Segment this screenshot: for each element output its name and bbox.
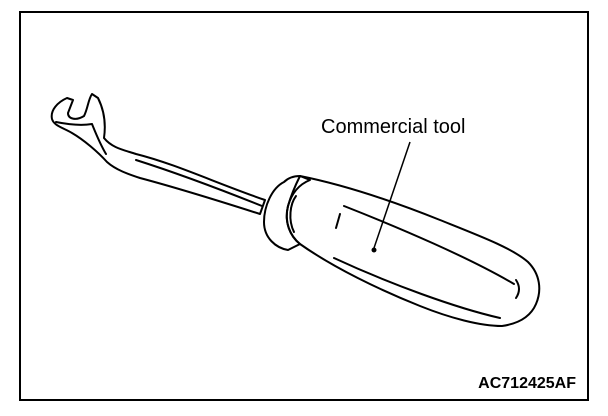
- callout-label: Commercial tool: [321, 116, 466, 138]
- tool-shaft-line: [135, 159, 263, 207]
- figure-frame: [19, 11, 589, 401]
- tool-handle-groove: [335, 213, 341, 229]
- tool-fork-detail: [55, 121, 107, 155]
- tool-handle-body: [285, 175, 541, 327]
- callout-leader: [373, 141, 411, 249]
- tool-handle-groove: [515, 279, 520, 299]
- tool-collar-ring: [289, 195, 297, 233]
- tool-handle-groove: [333, 257, 501, 319]
- figure-code: AC712425AF: [478, 375, 576, 392]
- tool-forked-tip: [50, 93, 266, 215]
- tool-handle-groove: [343, 205, 515, 285]
- callout-point: [371, 247, 377, 253]
